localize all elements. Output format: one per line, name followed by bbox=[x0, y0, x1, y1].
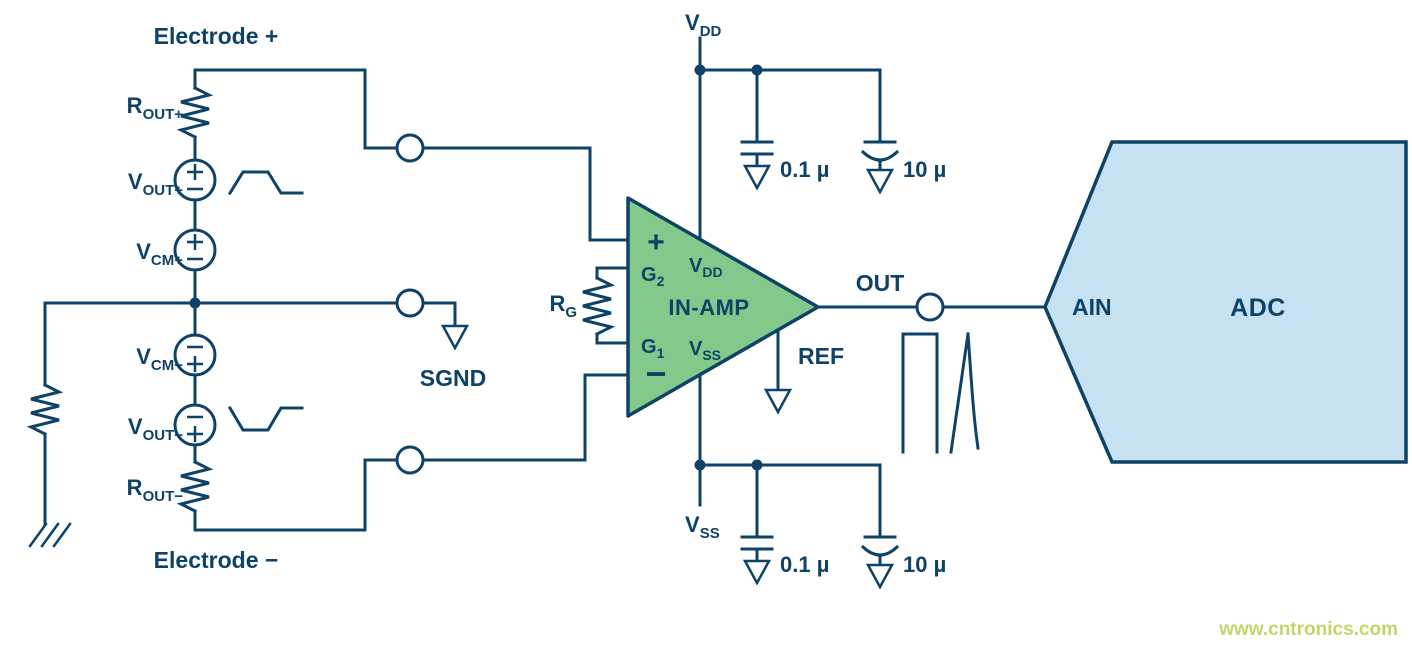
resistor-rout-minus bbox=[176, 459, 214, 514]
top-cap-small-ground-icon bbox=[742, 164, 772, 191]
adc-block: AIN ADC bbox=[1043, 140, 1408, 464]
resistor-ground-leg bbox=[26, 382, 64, 437]
bottom-cap-large-label: 10 µ bbox=[903, 552, 946, 577]
wire-sgnd bbox=[421, 301, 457, 328]
vout-minus-polarity-icon bbox=[187, 415, 203, 442]
mid-port-circle bbox=[395, 288, 425, 318]
top-cap-large-ground-icon bbox=[865, 168, 895, 195]
top-cap-large-label: 10 µ bbox=[903, 157, 946, 182]
electrode-plus-label: Electrode + bbox=[154, 23, 279, 49]
bottom-cap-small-ground-icon bbox=[742, 559, 772, 586]
sgnd-label: SGND bbox=[420, 365, 486, 391]
ain-label: AIN bbox=[1072, 294, 1112, 320]
vdd-supply: VDD 0.1 µ 10 µ bbox=[685, 10, 946, 241]
vout-plus-polarity-icon bbox=[187, 164, 203, 191]
sgnd-ground-icon bbox=[440, 324, 470, 351]
bottom-cap-large-ground-icon bbox=[865, 563, 895, 590]
output-network: OUT bbox=[816, 270, 1047, 454]
vdd-supply-label: VDD bbox=[685, 10, 722, 40]
waveform-positive-icon bbox=[227, 170, 304, 196]
vss-supply-label: VSS bbox=[685, 512, 720, 542]
out-port-circle bbox=[915, 292, 945, 322]
amp-minus-input-label: − bbox=[645, 353, 666, 394]
top-port-circle bbox=[395, 133, 425, 163]
clipped-waveform-icon bbox=[901, 332, 980, 454]
vout-minus-label: VOUT− bbox=[128, 414, 183, 444]
wire-g1-stub bbox=[595, 332, 630, 345]
rg-label: RG bbox=[549, 291, 577, 321]
rout-minus-label: ROUT− bbox=[127, 475, 184, 505]
watermark-text: www.cntronics.com bbox=[1218, 619, 1398, 640]
capacitor-top-small-icon bbox=[740, 140, 774, 156]
chassis-ground-icon bbox=[28, 522, 72, 548]
in-amp-body bbox=[626, 196, 820, 418]
adc-name: ADC bbox=[1230, 294, 1286, 322]
wire-electrode-plus bbox=[193, 68, 399, 150]
wire-g2-stub bbox=[595, 266, 630, 280]
amp-vss-pin-label: VSS bbox=[689, 338, 721, 363]
left-source-chain: Electrode + ROUT+ VOUT+ VCM+ SGND VCM− V… bbox=[26, 23, 486, 573]
bottom-cap-small-label: 0.1 µ bbox=[780, 552, 829, 577]
wire-plus-input bbox=[421, 146, 630, 242]
capacitor-bottom-small-icon bbox=[740, 535, 774, 551]
amp-vdd-pin-label: VDD bbox=[689, 255, 723, 280]
amp-g1-label: G1 bbox=[641, 336, 665, 361]
vss-supply: VSS 0.1 µ 10 µ bbox=[685, 373, 946, 590]
vout-plus-label: VOUT+ bbox=[128, 169, 183, 199]
top-cap-small-label: 0.1 µ bbox=[780, 157, 829, 182]
vcm-plus-polarity-icon bbox=[187, 234, 203, 261]
vcm-minus-label: VCM− bbox=[136, 344, 183, 374]
ref-label: REF bbox=[798, 343, 844, 369]
wire-minus-input bbox=[421, 373, 630, 462]
resistor-rout-plus bbox=[176, 85, 214, 140]
vcm-minus-polarity-icon bbox=[187, 345, 203, 372]
in-amp: + − G2 G1 VDD VSS IN-AMP bbox=[626, 196, 820, 418]
electrode-minus-label: Electrode − bbox=[154, 547, 279, 573]
adc-body bbox=[1043, 140, 1408, 464]
resistor-rg bbox=[582, 275, 616, 337]
out-label: OUT bbox=[856, 270, 905, 296]
rout-plus-label: ROUT+ bbox=[127, 93, 184, 123]
vcm-plus-label: VCM+ bbox=[136, 239, 183, 269]
amp-g2-label: G2 bbox=[641, 264, 665, 289]
in-amp-name: IN-AMP bbox=[668, 295, 749, 320]
bottom-port-circle bbox=[395, 445, 425, 475]
junction-dot-vdd bbox=[694, 64, 706, 76]
input-network bbox=[395, 133, 630, 475]
junction-dot-vss bbox=[694, 459, 706, 471]
ref-pin: REF bbox=[763, 328, 844, 415]
gain-resistor: RG bbox=[549, 266, 630, 345]
wire-electrode-minus bbox=[193, 458, 399, 532]
ref-ground-icon bbox=[763, 388, 793, 415]
waveform-negative-icon bbox=[227, 405, 304, 432]
amp-plus-input-label: + bbox=[647, 226, 665, 259]
